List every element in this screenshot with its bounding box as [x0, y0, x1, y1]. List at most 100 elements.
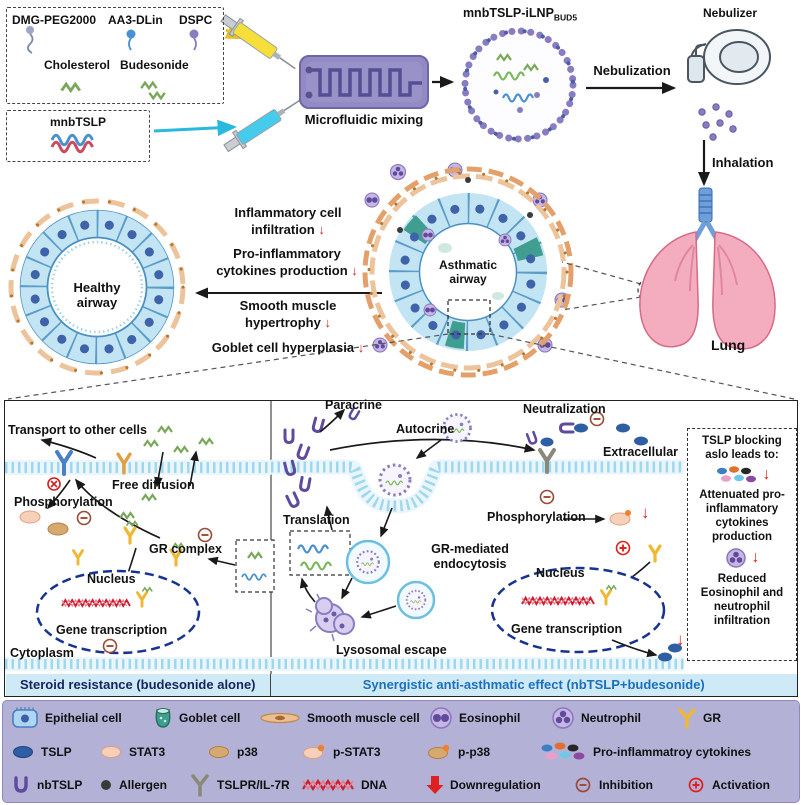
- healthy-airway-art: [8, 198, 186, 376]
- label-nucleus-right: Nucleus: [536, 566, 585, 580]
- legend-item-allergen: Allergen: [99, 772, 167, 798]
- effect-cytokines: Pro-inflammatory cytokines production ↓: [208, 246, 366, 279]
- label-aa3-dlin: AA3-DLin: [108, 13, 163, 27]
- label-healthy-airway: Healthy airway: [73, 280, 121, 311]
- tslp-blocking-attenuated: Attenuated pro-inflammatory cytokines pr…: [699, 489, 785, 544]
- legend-item-epithelial-cell: Epithelial cell: [11, 705, 122, 731]
- nucleus-left: [35, 569, 201, 655]
- lnp-delivery-art: [283, 407, 536, 642]
- label-lysosomal-escape: Lysosomal escape: [336, 643, 447, 657]
- synergy-art: [490, 411, 682, 662]
- label-mnbtslp: mnbTSLP: [50, 115, 106, 129]
- label-asthmatic-airway: Asthmatic airway: [438, 258, 497, 287]
- legend-label: p38: [237, 745, 258, 759]
- aerosol-mist: [698, 103, 737, 141]
- legend-item-smooth-muscle-cell: Smooth muscle cell: [259, 705, 420, 731]
- tslpr-il7r-icon: [191, 774, 209, 797]
- components-box: [6, 7, 224, 104]
- asthmatic-airway-art: [362, 162, 574, 378]
- lnp-particle: [461, 27, 577, 143]
- legend-label: Pro-inflammatroy cytokines: [593, 745, 752, 759]
- neutrophil-row: ↓: [725, 547, 760, 569]
- blocked-transport-icon: [47, 477, 61, 491]
- tslp-blocking-reduced: Reduced Eosinophil and neutrophil infilt…: [700, 573, 784, 628]
- legend-item-tslp: TSLP: [11, 739, 72, 765]
- label-gr-complex: GR complex: [149, 542, 222, 556]
- banner-synergistic-effect: Synergistic anti-asthmatic effect (nbTSL…: [362, 677, 705, 693]
- label-phosphorylation-right: Phosphorylation: [487, 510, 586, 524]
- legend-label: GR: [703, 711, 721, 725]
- effect-text: Pro-inflammatory cytokines production: [216, 246, 348, 278]
- label-autocrine: Autocrine: [396, 422, 455, 436]
- legend-label: DNA: [361, 778, 387, 792]
- legend-label: Neutrophil: [581, 711, 641, 725]
- lung-art: [639, 187, 776, 350]
- activation-icon: [688, 777, 704, 793]
- banner-steroid-resistance: Steroid resistance (budesonide alone): [6, 674, 271, 696]
- down-arrow-icon: ↓: [762, 466, 771, 484]
- legend-label: p-STAT3: [333, 745, 381, 759]
- legend-item-neutrophil: Neutrophil: [551, 705, 641, 731]
- nucleus-right: [490, 566, 666, 654]
- legend-label: Epithelial cell: [45, 711, 122, 725]
- p38-icon: [209, 746, 229, 758]
- lipid-component-icons: [26, 26, 199, 154]
- syringe-blue: [223, 99, 301, 153]
- p-p38-icon: [428, 744, 450, 759]
- legend-label: Eosinophil: [459, 711, 521, 725]
- downregulation-icon: [426, 776, 444, 794]
- smooth-muscle-cell-icon: [260, 712, 300, 724]
- legend-label: STAT3: [129, 745, 166, 759]
- legend-item-tslpr-il7r: TSLPR/IL-7R: [189, 772, 290, 798]
- legend-item-downregulation: Downregulation: [426, 772, 541, 798]
- legend-item-nbtslp: nbTSLP: [11, 772, 82, 798]
- mnbtslp-box: [6, 110, 150, 162]
- label-nebulization: Nebulization: [593, 63, 671, 78]
- legend-item-inhibition: Inhibition: [573, 772, 653, 798]
- effect-text: Smooth muscle hypertrophy: [239, 298, 337, 330]
- legend-item-p-stat3: p-STAT3: [301, 739, 381, 765]
- steroid-resistance-art: [19, 425, 275, 655]
- down-arrow-icon: ↓: [641, 503, 650, 522]
- label-paracrine: Paracrine: [325, 398, 382, 412]
- epithelial-cell-icon: [12, 707, 38, 728]
- label-microfluidic-mixing: Microfluidic mixing: [304, 112, 424, 127]
- label-inhalation: Inhalation: [712, 155, 774, 170]
- effect-goblet-cell: Goblet cell hyperplasia ↓: [188, 340, 388, 357]
- dna-icon: [302, 778, 354, 792]
- down-arrow-icon: ↓: [351, 262, 358, 278]
- zoom-region-box: [447, 299, 491, 335]
- lnp-name-text: mnbTSLP-iLNP: [462, 6, 554, 20]
- gr-icon: [678, 708, 696, 729]
- effect-inflammatory-cell: Inflammatory cell infiltration ↓: [212, 205, 364, 238]
- effect-smooth-muscle: Smooth muscle hypertrophy ↓: [224, 298, 352, 331]
- stat3-icon: [101, 746, 121, 758]
- legend-item-p38: p38: [207, 739, 258, 765]
- tslp-icon: [13, 746, 33, 758]
- legend-item-gr: GR: [677, 705, 721, 731]
- legend-label: TSLPR/IL-7R: [217, 778, 290, 792]
- legend-item-dna: DNA: [301, 772, 387, 798]
- tslp-blocking-box: TSLP blocking aslo leads to: ↓ Attenuate…: [687, 428, 797, 661]
- cytokines-row: ↓: [714, 465, 771, 485]
- legend-label: TSLP: [41, 745, 72, 759]
- allergen-icon: [101, 780, 111, 790]
- down-arrow-icon: ↓: [318, 221, 325, 237]
- label-free-diffusion: Free diffusion: [112, 478, 195, 492]
- cytokines-icon: [541, 742, 585, 760]
- syringe-yellow: [220, 14, 296, 70]
- label-translation: Translation: [283, 513, 350, 527]
- label-gene-transcription-left: Gene transcription: [56, 623, 168, 637]
- neutrophil-icon: [725, 548, 746, 568]
- neutrophil-icon: [552, 707, 574, 729]
- label-dmg-peg2000: DMG-PEG2000: [12, 13, 97, 27]
- label-phosphorylation-left: Phosphorylation: [14, 495, 113, 509]
- legend-label: p-p38: [458, 745, 491, 759]
- p-stat3-icon: [303, 744, 325, 759]
- eosinophil-icon: [430, 707, 452, 729]
- goblet-cell-icon: [155, 708, 171, 728]
- legend-label: nbTSLP: [37, 778, 83, 792]
- legend-label: Activation: [712, 778, 771, 792]
- legend-label: Allergen: [119, 778, 168, 792]
